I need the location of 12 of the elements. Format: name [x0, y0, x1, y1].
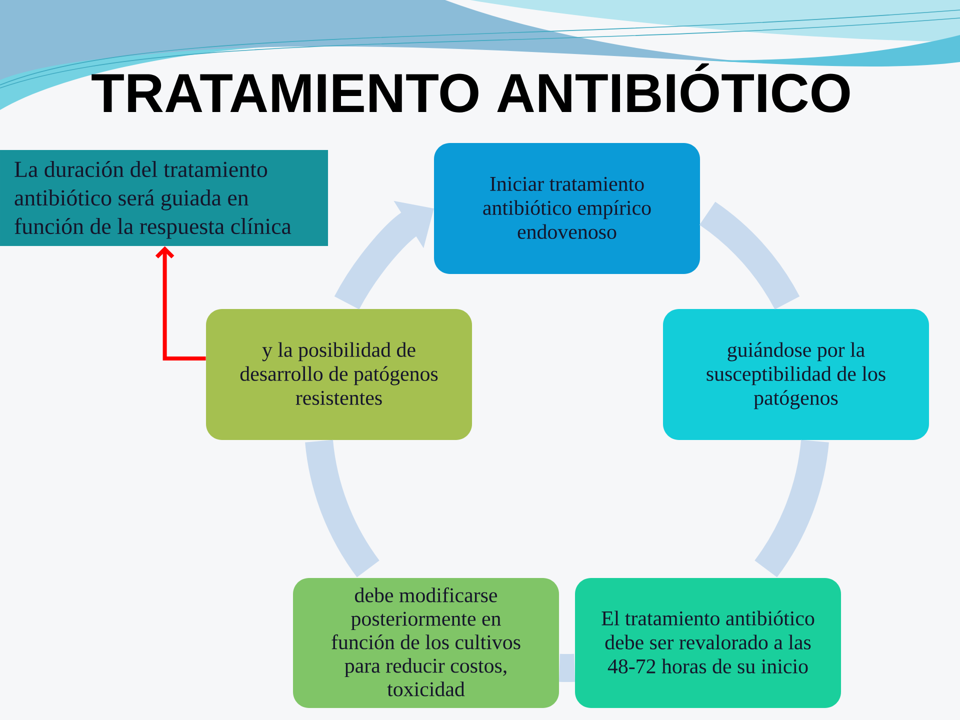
- ring-segment: [699, 202, 800, 310]
- step-box: y la posibilidad de desarrollo de patógenos resistentes: [206, 308, 472, 440]
- note-box: La duración del tratamiento antibiótico será guiada en función de la respuesta clínica: [0, 150, 328, 246]
- title: TRATAMIENTO ANTIBIÓTICO: [92, 63, 850, 113]
- step-box: Iniciar tratamiento antibiótico empírico endovenoso: [434, 142, 700, 274]
- ring-segment: [559, 654, 575, 682]
- step-box: debe modificarse posteriormente en función de los cultivos para reducir costos, toxicidad: [293, 578, 559, 708]
- step-box: El tratamiento antibiótico debe ser revalorado a las 48-72 horas de su inicio: [575, 578, 841, 708]
- ring-segment: [754, 440, 829, 578]
- step-box: guiándose por la susceptibilidad de los patógenos: [663, 308, 929, 440]
- ring-segment: [305, 440, 380, 578]
- arrow: [155, 246, 206, 360]
